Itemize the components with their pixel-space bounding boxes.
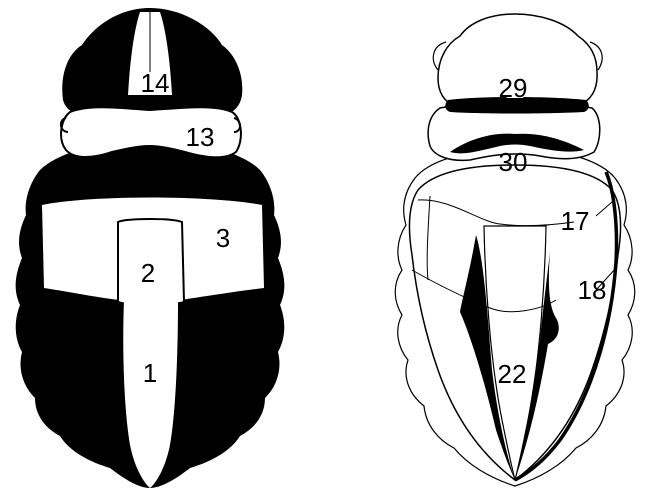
label-1: 1 [143, 358, 157, 388]
label-2: 2 [141, 258, 155, 288]
label-3: 3 [216, 223, 230, 253]
label-17: 17 [561, 206, 590, 236]
label-30: 30 [499, 147, 528, 177]
label-22: 22 [498, 359, 527, 389]
label-29: 29 [499, 73, 528, 103]
label-14: 14 [141, 68, 170, 98]
label-13: 13 [186, 122, 215, 152]
label-18: 18 [578, 275, 607, 305]
